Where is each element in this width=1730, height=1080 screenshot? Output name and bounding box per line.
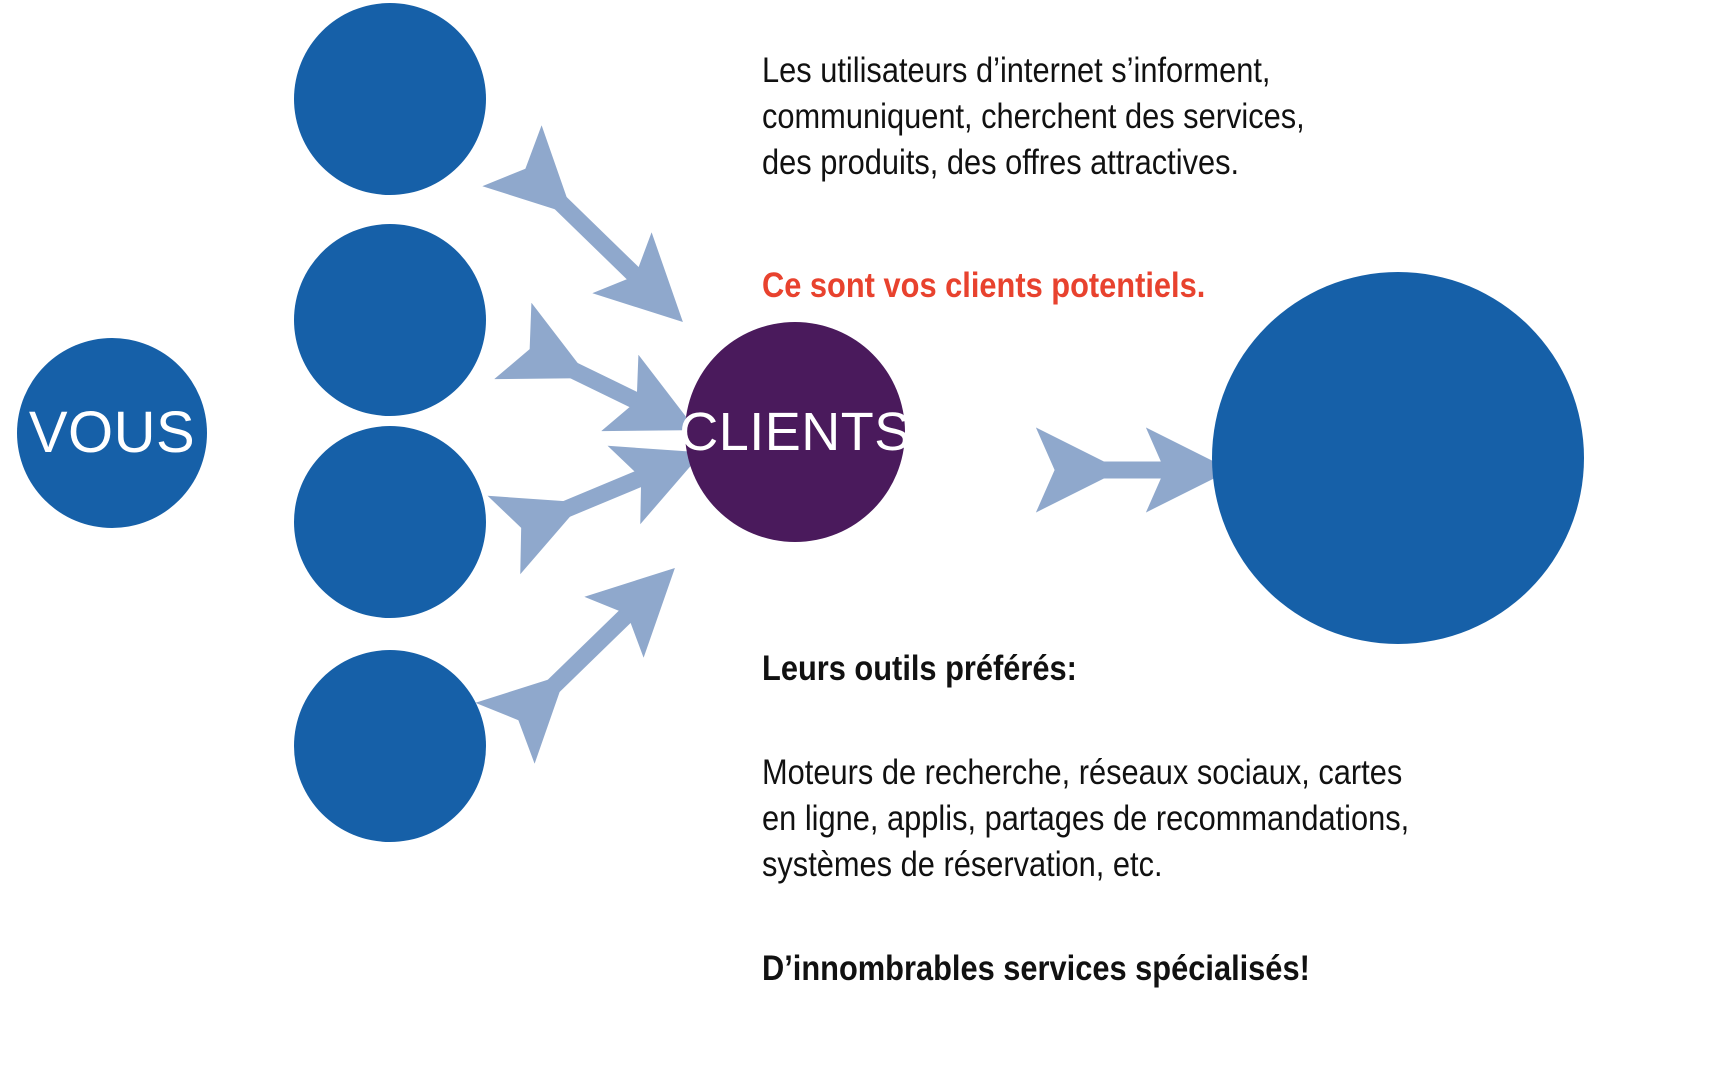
- node-vous-label: VOUS: [28, 400, 196, 465]
- services-specialises-callout: D’innombrables services spécialisés!: [762, 949, 1310, 988]
- node-user-1[interactable]: [294, 3, 486, 195]
- node-user-3[interactable]: [294, 426, 486, 618]
- connector-user3-clients: [487, 445, 703, 575]
- node-user-2[interactable]: [294, 224, 486, 416]
- intro-paragraph: Les utilisateurs d’internet s’informent,…: [762, 51, 1305, 182]
- connector-user2-clients: [494, 302, 697, 432]
- node-internet-network[interactable]: [1212, 272, 1584, 644]
- node-vous[interactable]: VOUS: [17, 338, 207, 528]
- connector-user4-clients: [475, 567, 675, 764]
- node-clients[interactable]: CLIENTS: [679, 322, 910, 542]
- outils-heading: Leurs outils préférés:: [762, 649, 1077, 688]
- connector-user1-clients: [482, 125, 683, 323]
- outils-paragraph: Moteurs de recherche, réseaux sociaux, c…: [762, 753, 1410, 884]
- node-clients-label: CLIENTS: [679, 402, 911, 462]
- node-user-4[interactable]: [294, 650, 486, 842]
- clients-potentiels-callout: Ce sont vos clients potentiels.: [762, 266, 1206, 305]
